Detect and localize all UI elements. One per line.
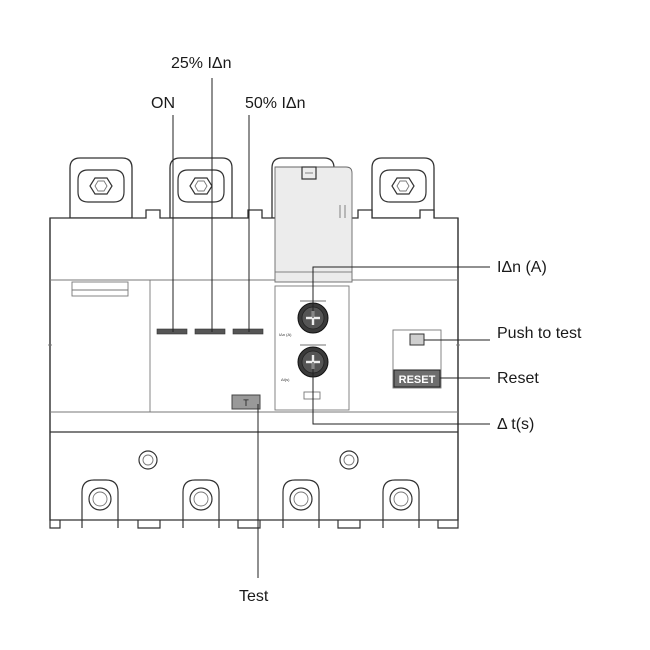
upper-terminal-lugs: [69, 157, 435, 219]
test-button-text: T: [243, 398, 249, 408]
push-to-test-button[interactable]: [409, 333, 425, 346]
indicator-bars: [156, 328, 264, 335]
upper-lug-1: [69, 157, 133, 219]
upper-lug-4: [371, 157, 435, 219]
label-pct50: 50% IΔn: [245, 95, 306, 112]
label-push-to-test: Push to test: [497, 325, 582, 342]
lower-screw-right: [339, 450, 359, 470]
label-delta-t: Δ t(s): [497, 416, 534, 433]
lower-screw-left: [138, 450, 158, 470]
idn-dial-marking: IΔn (A): [279, 332, 292, 337]
reset-button[interactable]: RESET: [393, 369, 441, 388]
lower-lug-1: [81, 479, 119, 528]
test-button[interactable]: T: [231, 394, 261, 410]
module-housing: [49, 209, 459, 521]
label-on: ON: [151, 95, 175, 112]
lower-lug-2: [182, 479, 220, 528]
panel-indicator-slot: [303, 391, 321, 400]
pct25-indicator: [194, 328, 226, 335]
label-idn: IΔn (A): [497, 259, 547, 276]
label-test: Test: [239, 588, 269, 605]
lower-lug-4: [382, 479, 420, 528]
label-pct25: 25% IΔn: [171, 55, 232, 72]
settings-cover-flap[interactable]: [274, 166, 353, 283]
pct50-indicator: [232, 328, 264, 335]
label-reset: Reset: [497, 370, 539, 387]
reset-button-text: RESET: [399, 374, 436, 386]
lower-terminal-lugs: [81, 479, 420, 528]
delta-t-dial-marking: Δt(s): [281, 377, 290, 382]
left-window-detail: [71, 281, 129, 297]
on-indicator: [156, 328, 188, 335]
upper-lug-2: [169, 157, 233, 219]
leader-lines: [172, 78, 490, 578]
lower-lug-3: [282, 479, 320, 528]
